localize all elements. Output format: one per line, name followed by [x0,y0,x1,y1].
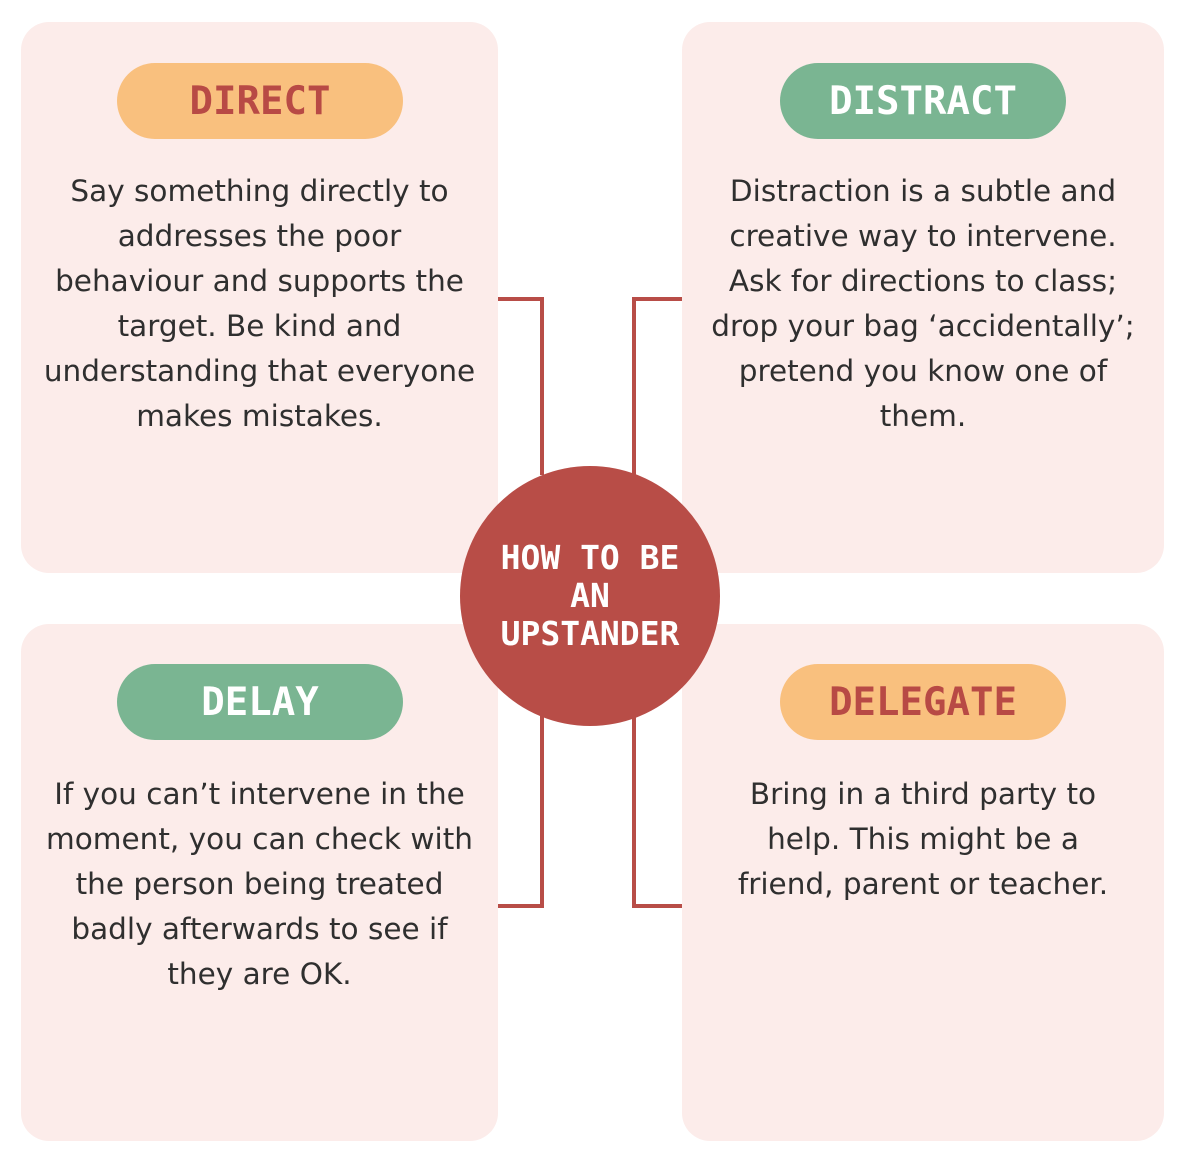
delegate-title: DELEGATE [829,679,1017,725]
direct-title-pill: DIRECT [117,63,403,139]
card-direct: DIRECT Say something directly to address… [21,22,498,573]
delegate-title-pill: DELEGATE [780,664,1066,740]
delay-title-pill: DELAY [117,664,403,740]
delegate-description: Bring in a third party to help. This mig… [737,777,1109,901]
center-circle: HOW TO BE AN UPSTANDER [460,466,720,726]
center-label: HOW TO BE AN UPSTANDER [500,538,680,653]
connector-delay [498,715,544,908]
connector-direct [498,297,544,475]
card-distract: DISTRACT Distraction is a subtle and cre… [682,22,1164,573]
card-delegate: DELEGATE Bring in a third party to help.… [682,624,1164,1141]
direct-description: Say something directly to addresses the … [43,174,476,433]
distract-title-pill: DISTRACT [780,63,1066,139]
distract-description: Distraction is a subtle and creative way… [711,174,1135,433]
delay-title: DELAY [201,679,319,725]
distract-title: DISTRACT [829,78,1017,124]
direct-title: DIRECT [189,78,331,124]
card-delay: DELAY If you can’t intervene in the mome… [21,624,498,1141]
connector-delegate [632,715,682,908]
connector-distract [632,297,682,475]
delay-description: If you can’t intervene in the moment, yo… [46,777,473,991]
